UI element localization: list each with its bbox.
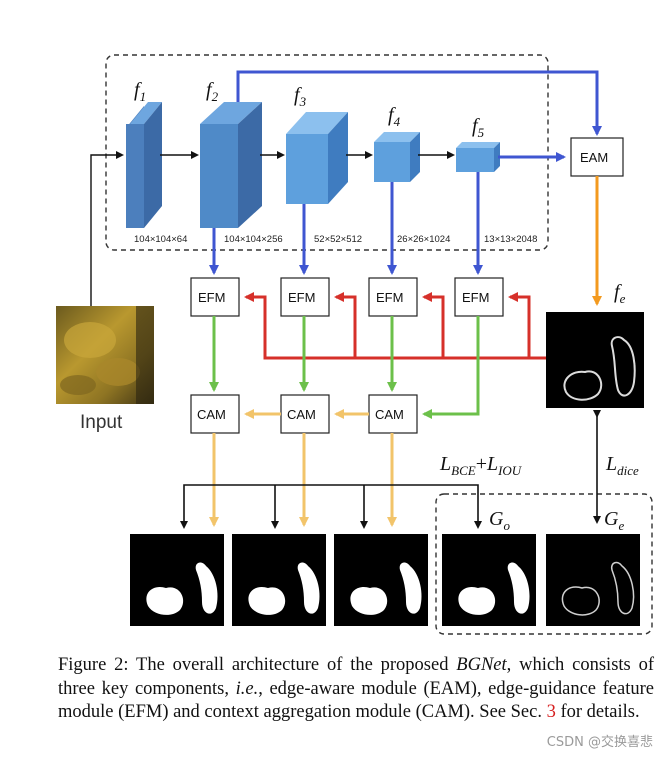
loss-dice: Ldice bbox=[605, 453, 639, 478]
ground-truth-edge-mask bbox=[546, 534, 640, 626]
dims-f1: 104×104×64 bbox=[134, 234, 187, 245]
svg-text:EFM: EFM bbox=[198, 290, 225, 305]
efm-box-4: EFM bbox=[454, 277, 504, 317]
edge-map-image bbox=[546, 312, 644, 408]
svg-text:EFM: EFM bbox=[376, 290, 403, 305]
cube-f2 bbox=[200, 102, 262, 228]
label-f4: f4 bbox=[388, 104, 401, 129]
cam-box-2: CAM bbox=[280, 394, 330, 434]
cube-f4 bbox=[374, 132, 420, 182]
label-ge: Ge bbox=[604, 508, 624, 533]
arrow-edge-to-efm3 bbox=[422, 292, 445, 358]
loss-bce-iou: LBCE+LIOU bbox=[439, 453, 523, 478]
prediction-mask-3 bbox=[334, 534, 428, 626]
svg-text:EFM: EFM bbox=[462, 290, 489, 305]
section-reference-link[interactable]: 3 bbox=[546, 702, 556, 722]
arrow-edge-to-efm4 bbox=[508, 292, 531, 358]
dims-f4: 26×26×1024 bbox=[397, 234, 450, 245]
arrow-edge-to-efm1 bbox=[244, 292, 546, 360]
architecture-diagram: Input f1 f2 f3 f4 f5 104×104×64 104×104×… bbox=[56, 54, 653, 635]
cube-f3 bbox=[286, 112, 348, 204]
arrow-edge-to-efm2 bbox=[334, 292, 357, 358]
svg-text:EFM: EFM bbox=[288, 290, 315, 305]
cam-box-1: CAM bbox=[190, 394, 240, 434]
cube-f5 bbox=[456, 142, 500, 172]
cube-f1 bbox=[126, 102, 162, 228]
dims-f3: 52×52×512 bbox=[314, 234, 362, 245]
cam-box-3: CAM bbox=[368, 394, 418, 434]
input-label: Input bbox=[80, 412, 123, 433]
label-f5: f5 bbox=[472, 115, 485, 140]
label-fe: fe bbox=[614, 281, 626, 306]
prediction-mask-1 bbox=[130, 534, 224, 626]
dims-f5: 13×13×2048 bbox=[484, 234, 537, 245]
dims-f2: 104×104×256 bbox=[224, 234, 283, 245]
svg-text:EAM: EAM bbox=[580, 150, 608, 165]
efm-box-1: EFM bbox=[190, 277, 240, 317]
svg-text:CAM: CAM bbox=[287, 407, 316, 422]
prediction-mask-2 bbox=[232, 534, 326, 626]
arrow-input-to-f1 bbox=[90, 151, 124, 306]
figure-caption: Figure 2: The overall architecture of th… bbox=[58, 655, 654, 722]
label-f3: f3 bbox=[294, 84, 307, 109]
label-f1: f1 bbox=[134, 79, 146, 104]
efm-box-2: EFM bbox=[280, 277, 330, 317]
svg-text:CAM: CAM bbox=[197, 407, 226, 422]
eam-box: EAM bbox=[570, 137, 624, 177]
arrow-f2-to-eam bbox=[236, 70, 602, 136]
input-image bbox=[56, 306, 154, 404]
ground-truth-dashed-box bbox=[435, 493, 653, 635]
watermark: CSDN @交换喜悲 bbox=[546, 735, 653, 750]
svg-text:CAM: CAM bbox=[375, 407, 404, 422]
label-go: Go bbox=[489, 508, 510, 533]
supervision-line bbox=[180, 484, 479, 529]
efm-box-3: EFM bbox=[368, 277, 418, 317]
arrow-efm4-to-cam3 bbox=[422, 316, 480, 419]
label-f2: f2 bbox=[206, 79, 219, 104]
ground-truth-object-mask bbox=[442, 534, 536, 626]
